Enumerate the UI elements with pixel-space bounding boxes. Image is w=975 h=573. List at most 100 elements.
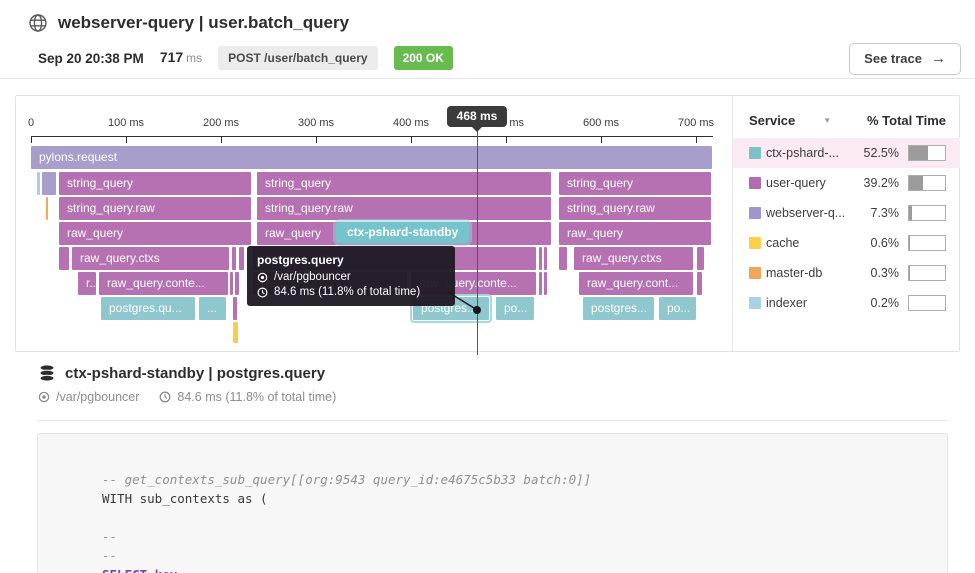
service-name: webserver-q... (766, 206, 846, 220)
flame-span-sliver[interactable] (235, 272, 239, 295)
service-row[interactable]: ctx-pshard-...52.5% (733, 138, 960, 168)
flame-span[interactable]: ... (199, 297, 226, 320)
service-name: master-db (766, 266, 823, 280)
clock-icon (159, 391, 171, 403)
flame-span-sliver[interactable] (59, 247, 69, 270)
flame-span[interactable]: string_query.raw (257, 197, 551, 220)
service-color-swatch (749, 147, 761, 159)
flame-span-sliver[interactable] (544, 247, 547, 270)
flame-span[interactable]: po... (496, 297, 534, 320)
flame-span[interactable]: raw_query.cont... (579, 272, 693, 295)
flame-span[interactable]: string_query (257, 172, 551, 195)
flame-span[interactable]: raw_query.ctxs (574, 247, 693, 270)
axis-tick-mark (126, 137, 127, 143)
service-percent-gauge (908, 265, 946, 281)
axis-tick-mark (506, 137, 507, 143)
service-percent-gauge-fill (909, 206, 912, 220)
axis-tick-label: 400 ms (392, 117, 430, 129)
flame-span-sliver[interactable] (233, 322, 238, 343)
flame-span-sliver[interactable] (239, 247, 244, 270)
axis-tick-mark (316, 137, 317, 143)
tooltip-duration-row: 84.6 ms (11.8% of total time) (257, 286, 445, 298)
sql-code-segment: key, (147, 567, 185, 573)
flame-span-sliver[interactable] (46, 197, 48, 220)
sql-code-line: -- get_contexts_sub_query[[org:9543 quer… (102, 470, 947, 489)
flame-span-sliver[interactable] (230, 272, 233, 295)
flame-span-sliver[interactable] (42, 172, 56, 195)
service-column-header[interactable]: Service (749, 113, 796, 128)
flame-span[interactable]: raw_query.conte... (99, 272, 228, 295)
service-panel: Service ▼ % Total Time ctx-pshard-...52.… (732, 96, 960, 351)
axis-ruler (31, 136, 713, 137)
flame-span-sliver[interactable] (544, 272, 547, 295)
flame-span[interactable]: postgres... (583, 297, 654, 320)
flame-span-sliver[interactable] (539, 272, 542, 295)
axis-tick-label: 200 ms (202, 117, 240, 129)
globe-icon (29, 14, 47, 32)
service-percent-gauge (908, 145, 946, 161)
flame-span[interactable]: postgres.qu... (101, 297, 195, 320)
flame-span-sliver[interactable] (697, 247, 704, 270)
service-name: indexer (766, 296, 807, 310)
flame-span[interactable]: string_query (59, 172, 251, 195)
sql-code-line: -- (102, 527, 947, 546)
flame-span-sliver[interactable] (233, 297, 237, 320)
detail-resource-item: /var/pgbouncer (38, 390, 139, 404)
flame-span-sliver[interactable] (697, 272, 702, 295)
sql-code-segment: WITH sub_contexts as ( (102, 491, 268, 506)
target-icon (257, 272, 268, 282)
flame-span[interactable]: string_query.raw (59, 197, 251, 220)
sort-descending-icon: ▼ (823, 116, 832, 125)
service-row[interactable]: webserver-q...7.3% (733, 198, 960, 228)
service-color-swatch (749, 267, 761, 279)
axis-tick-mark (221, 137, 222, 143)
sql-code-segment: -- (102, 548, 118, 563)
flame-span-sliver[interactable] (539, 247, 542, 270)
span-detail-header: ctx-pshard-standby | postgres.query (38, 364, 325, 382)
sql-code-segment: -- get_contexts_sub_query[[org:9543 quer… (102, 472, 592, 487)
service-panel-header: Service ▼ % Total Time (733, 96, 960, 138)
detail-duration: 84.6 ms (11.8% of total time) (177, 390, 337, 404)
service-percent-gauge (908, 205, 946, 221)
axis-tick-label: 100 ms (107, 117, 145, 129)
axis-tick-mark (696, 137, 697, 143)
flame-span[interactable]: raw_query.ctxs (72, 247, 229, 270)
flame-span[interactable]: raw_query (559, 222, 711, 245)
axis-tick-label: 0 (27, 117, 35, 129)
tooltip-span-name: postgres.query (257, 253, 344, 267)
sql-code-block: -- get_contexts_sub_query[[org:9543 quer… (37, 433, 948, 573)
tooltip-resource-row: /var/pgbouncer (257, 271, 445, 283)
sql-code-segment: SELECT (102, 567, 147, 573)
flame-span-sliver[interactable] (559, 247, 567, 270)
span-tooltip: postgres.query /var/pgbouncer 84.6 ms (1… (247, 246, 455, 306)
duration-unit: ms (186, 51, 203, 65)
flame-span-sliver[interactable] (232, 247, 236, 270)
axis-tick-mark (411, 137, 412, 143)
flame-span-sliver[interactable] (37, 172, 40, 195)
flame-span[interactable]: string_query (559, 172, 711, 195)
timestamp: Sep 20 20:38 PM (38, 50, 144, 66)
flame-span[interactable]: po... (659, 297, 696, 320)
database-icon (39, 364, 55, 382)
axis-tick-label: 700 ms (677, 117, 715, 129)
flame-span[interactable]: r... (78, 272, 96, 295)
target-icon (38, 391, 50, 403)
service-color-swatch (749, 237, 761, 249)
flame-span[interactable]: string_query.raw (559, 197, 711, 220)
cursor-time-badge: 468 ms (447, 106, 507, 132)
flame-span[interactable]: pylons.request (31, 146, 712, 169)
see-trace-label: See trace (864, 51, 922, 66)
service-percent-gauge (908, 295, 946, 311)
total-time-column-header[interactable]: % Total Time (867, 113, 946, 128)
service-name: ctx-pshard-... (766, 146, 839, 160)
flame-span[interactable]: raw_query (59, 222, 251, 245)
see-trace-button[interactable]: See trace → (849, 43, 961, 75)
sql-code-line (102, 508, 947, 527)
